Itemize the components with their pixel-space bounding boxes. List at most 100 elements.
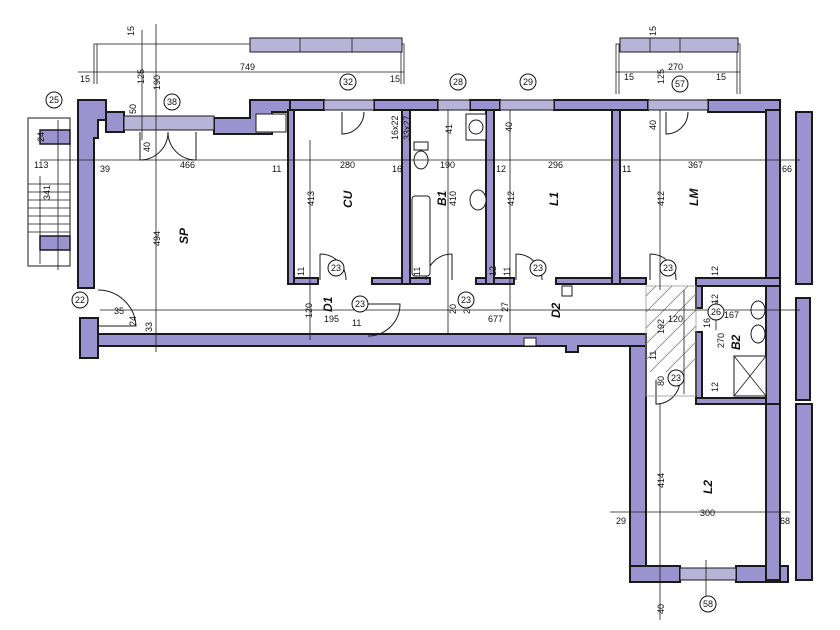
marker-58: 58 bbox=[699, 595, 717, 613]
dim-top-749: 749 bbox=[240, 62, 255, 72]
svg-text:57: 57 bbox=[675, 79, 685, 89]
dim-top-190: 190 bbox=[152, 75, 162, 90]
marker-23-lm: 23 bbox=[659, 259, 677, 277]
dim-h-12: 12 bbox=[710, 294, 720, 304]
doors bbox=[97, 111, 689, 405]
dim-s-12-c: 12 bbox=[710, 266, 720, 276]
dimension-labels: 15 749 15 15 125 190 50 40 15 270 15 15 … bbox=[34, 26, 792, 614]
dim-h-120: 120 bbox=[304, 303, 314, 318]
dim-top-15-d: 15 bbox=[648, 26, 658, 36]
kitchen-unit bbox=[255, 113, 287, 133]
dim-h-16: 16 bbox=[702, 318, 712, 328]
svg-text:23: 23 bbox=[671, 373, 681, 383]
dim-row-11: 11 bbox=[272, 164, 281, 174]
door-d1 bbox=[367, 303, 401, 337]
dim-top-50: 50 bbox=[128, 104, 138, 114]
windows bbox=[123, 99, 737, 581]
dim-h-20-b: 20 bbox=[462, 304, 472, 314]
dim-l2-300: 300 bbox=[700, 508, 715, 518]
svg-text:25: 25 bbox=[49, 95, 59, 105]
balcony-left-railing bbox=[249, 37, 403, 53]
dim-v-40: 40 bbox=[504, 122, 514, 132]
dim-row-16: 16 bbox=[392, 164, 402, 174]
door-cu-window bbox=[341, 111, 365, 135]
dim-h-80: 80 bbox=[656, 376, 666, 386]
dim-v-410: 410 bbox=[448, 191, 458, 206]
dim-h-11: 11 bbox=[352, 318, 361, 328]
dim-v-16x22: 16x22 bbox=[390, 115, 400, 140]
sink-b1 bbox=[469, 189, 487, 211]
dim-row-66: 66 bbox=[782, 164, 792, 174]
window-b1 bbox=[437, 99, 471, 111]
dim-h-270: 270 bbox=[716, 333, 726, 348]
dim-s-11-c: 11 bbox=[502, 267, 512, 276]
marker-23-l2: 23 bbox=[667, 369, 685, 387]
dim-s-11-b: 11 bbox=[412, 267, 422, 276]
dim-l2-29: 29 bbox=[616, 516, 626, 526]
dim-left-341: 341 bbox=[42, 185, 52, 200]
dim-top-15-b: 15 bbox=[80, 74, 90, 84]
dim-row-466: 466 bbox=[180, 160, 195, 170]
dim-v-412-b: 412 bbox=[656, 191, 666, 206]
room-label-l2: L2 bbox=[701, 480, 715, 494]
svg-text:23: 23 bbox=[461, 295, 471, 305]
dim-s-12: 12 bbox=[488, 266, 498, 276]
svg-text:29: 29 bbox=[523, 77, 533, 87]
dim-top-125-b: 125 bbox=[656, 69, 666, 84]
dimension-lines bbox=[40, 24, 800, 620]
balcony-left bbox=[93, 37, 405, 84]
dim-h-27: 27 bbox=[500, 302, 510, 312]
dim-top-40-b: 40 bbox=[648, 120, 658, 130]
dim-left-24: 24 bbox=[36, 132, 46, 142]
svg-text:22: 22 bbox=[75, 295, 85, 305]
marker-23-cu: 23 bbox=[327, 259, 345, 277]
svg-text:23: 23 bbox=[355, 299, 365, 309]
room-label-d2: D2 bbox=[549, 302, 563, 318]
dim-top-15-c: 15 bbox=[390, 74, 400, 84]
svg-text:23: 23 bbox=[663, 263, 673, 273]
dim-v-412: 412 bbox=[506, 191, 516, 206]
dim-s-35: 35 bbox=[114, 306, 124, 316]
dim-h-11-e: 11 bbox=[648, 351, 658, 360]
marker-28: 28 bbox=[449, 73, 467, 91]
dim-row-11-b: 11 bbox=[622, 164, 631, 174]
svg-text:28: 28 bbox=[453, 77, 463, 87]
dim-v-413: 413 bbox=[306, 191, 316, 206]
room-labels: SP CU B1 L1 LM D1 D2 B2 L2 bbox=[177, 188, 743, 494]
dim-l2-40: 40 bbox=[656, 604, 666, 614]
balcony-right-railing bbox=[619, 37, 739, 53]
dim-top-15-f: 15 bbox=[716, 72, 726, 82]
window-cu bbox=[323, 99, 375, 111]
marker-25: 25 bbox=[45, 91, 63, 109]
dim-top-40: 40 bbox=[142, 142, 152, 152]
dim-row-296: 296 bbox=[548, 160, 563, 170]
shaft-d2 bbox=[561, 285, 573, 297]
markers: 25 38 32 28 29 57 22 23 23 23 23 23 23 2… bbox=[45, 73, 725, 613]
dim-h-677: 677 bbox=[488, 314, 503, 324]
dim-h-167: 167 bbox=[724, 310, 739, 320]
door-entry bbox=[97, 289, 137, 327]
corridor-panel bbox=[523, 337, 537, 347]
window-sp bbox=[123, 115, 215, 131]
dim-s-24: 24 bbox=[128, 316, 138, 326]
marker-23-b1: 23 bbox=[457, 291, 475, 309]
dim-row-12: 12 bbox=[496, 164, 506, 174]
dim-top-15-e: 15 bbox=[624, 72, 634, 82]
dim-h-20: 20 bbox=[448, 304, 458, 314]
dim-v-33x27: 33x27 bbox=[402, 115, 412, 140]
staircase bbox=[27, 117, 71, 267]
svg-text:58: 58 bbox=[703, 599, 713, 609]
dim-h-195: 195 bbox=[324, 314, 339, 324]
svg-text:32: 32 bbox=[343, 77, 353, 87]
marker-26: 26 bbox=[707, 303, 725, 321]
dim-top-270: 270 bbox=[668, 62, 683, 72]
hatched-passage bbox=[645, 285, 697, 397]
dim-top-15: 15 bbox=[126, 26, 136, 36]
dim-h-192: 192 bbox=[656, 319, 666, 334]
room-label-b2: B2 bbox=[729, 334, 743, 350]
dim-top-125: 125 bbox=[136, 69, 146, 84]
door-sp-balcony-2 bbox=[167, 131, 197, 161]
marker-23-d1: 23 bbox=[351, 295, 369, 313]
marker-22: 22 bbox=[71, 291, 89, 309]
